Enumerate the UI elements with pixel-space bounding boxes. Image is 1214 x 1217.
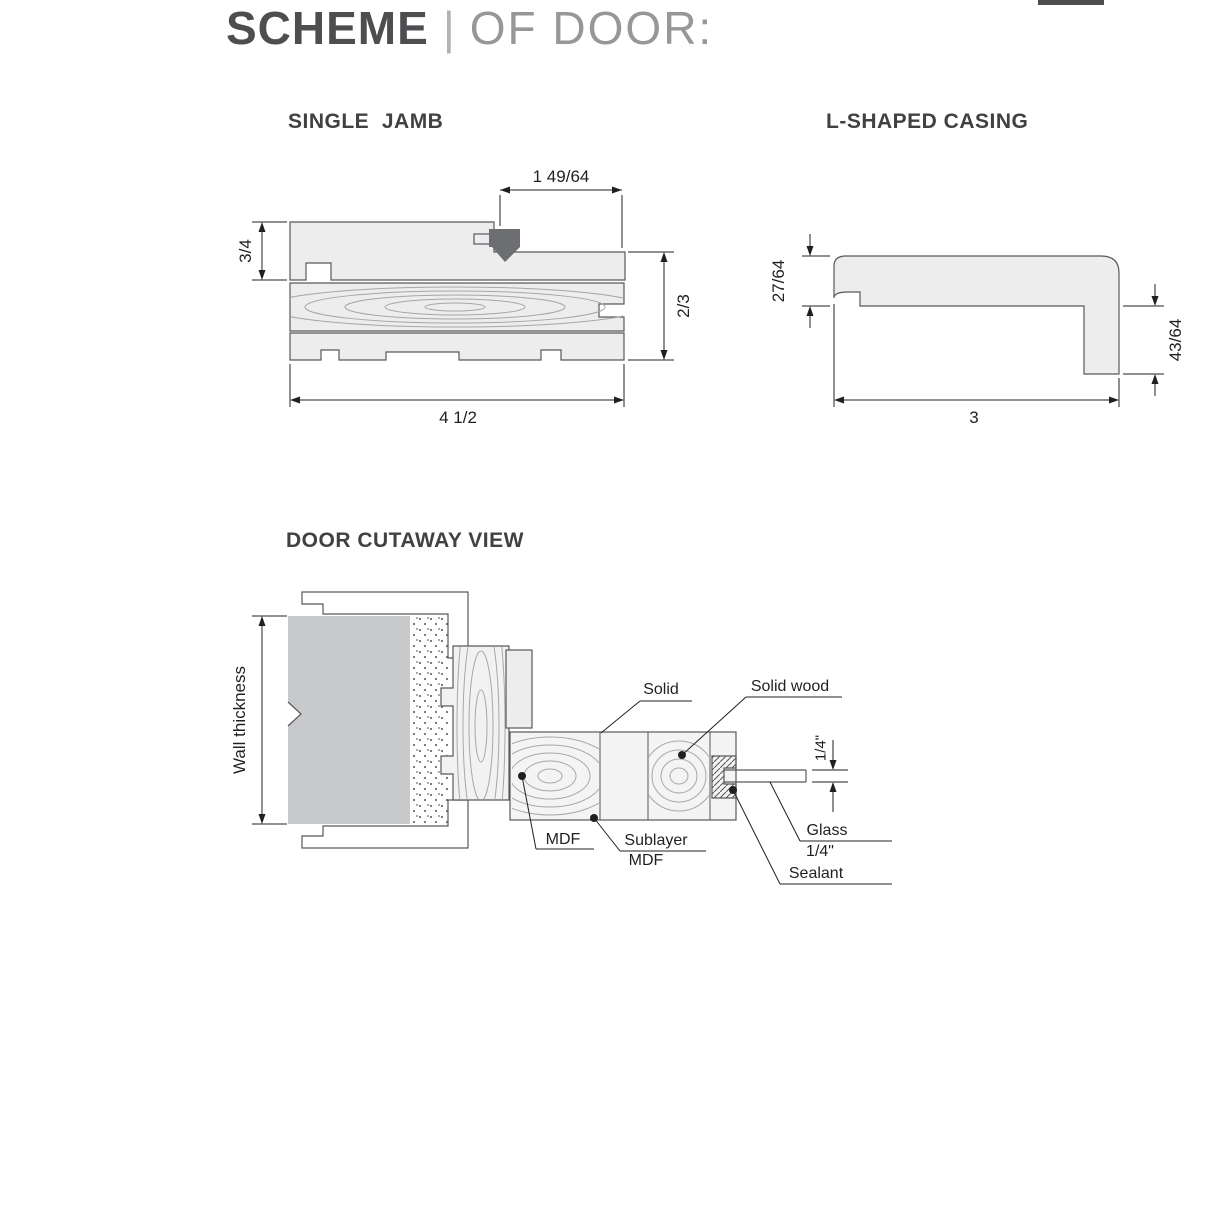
dim-label-3: 3 [969,408,979,427]
jamb-board [289,282,625,332]
jamb-grain-vertical [456,647,506,799]
sublayer-label-line1: Sublayer [624,832,688,849]
door-joints [599,732,711,820]
l-casing-drawing [833,255,1120,375]
glass-gap-label: 1/4" [812,734,830,762]
jamb-board-grain [291,286,623,328]
door-solidwood-grain [649,740,709,812]
casing-profile [833,255,1120,375]
glass-pane [724,769,807,783]
door-mdf-grain [512,736,599,816]
seal-clip [489,229,520,262]
dim-label-2-3: 2/3 [674,294,693,318]
dim-label-27-64: 27/64 [769,259,788,303]
l-casing-dimensions [802,234,1164,407]
single-jamb-dimensions [252,186,674,407]
single-jamb-drawing [289,221,626,361]
door-stop [505,649,533,729]
page-title: SCHEME|OF DOOR: [226,2,713,54]
title-separator: | [442,2,456,54]
l-casing-heading: L-SHAPED CASING [826,110,1029,133]
dim-label-3-4: 3/4 [236,239,255,263]
cutaway-bottom-casing [301,799,469,849]
solid-label: Solid [643,681,679,698]
dim-label-43-64: 43/64 [1166,318,1185,362]
seal-tab [473,233,491,245]
wall-section [288,616,410,824]
cutaway-leaders [518,696,892,885]
mdf-label: MDF [545,831,581,848]
sublayer-label-line2: MDF [628,852,664,869]
wall-break [288,702,301,726]
sealant-label: Sealant [788,865,844,882]
wall-thickness-label: Wall thickness [230,665,249,775]
glass-label-line2: 1/4" [806,843,834,860]
cutaway-dimensions [252,615,848,825]
plaster-band [410,616,448,824]
dim-label-4-1-2: 4 1/2 [439,408,477,427]
jamb-top-profile [289,221,626,281]
jamb-bottom-strip [289,332,625,361]
corner-mark [1038,0,1104,5]
glass-label-line1: Glass [806,822,848,839]
title-of-door: OF DOOR: [469,2,714,54]
cutaway-top-casing [301,591,469,659]
title-scheme: SCHEME [226,2,429,54]
cutaway-drawing [287,591,807,849]
single-jamb-heading: SINGLE JAMB [288,110,444,133]
solid-wood-label: Solid wood [750,678,830,695]
dim-label-1-49-64: 1 49/64 [532,167,590,186]
cutaway-heading: DOOR CUTAWAY VIEW [286,529,524,552]
